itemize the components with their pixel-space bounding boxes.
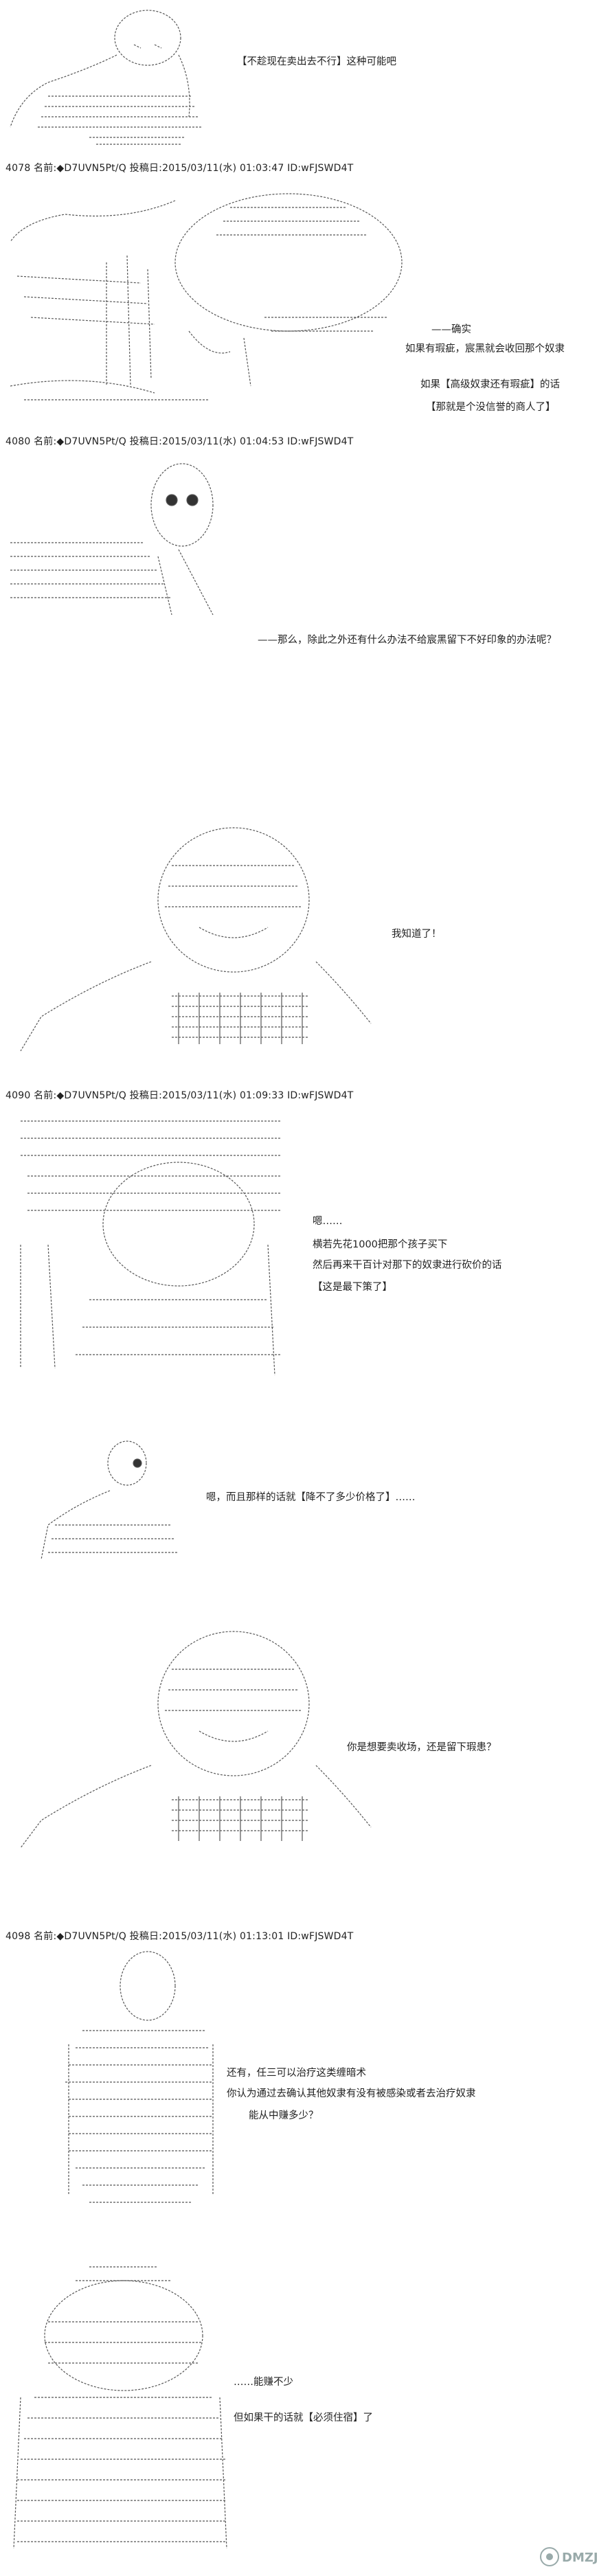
post-4-line-3: 然后再来干百计对那下的奴隶进行砍价的话 [313, 1260, 502, 1271]
post-5-line-1: 嗯，而且那样的话就【降不了多少价格了】…… [206, 1492, 416, 1503]
post-8-line-2: 但如果干的话就【必须住宿】了 [234, 2413, 373, 2424]
ascii-art-girl-with-hat [7, 2260, 234, 2555]
post-header-4078: 4078 名前:◆D7UVN5Pt/Q 投稿日:2015/03/11(水) 01… [5, 163, 354, 174]
post-7-line-3: 能从中赚多少？ [249, 2110, 319, 2121]
post-4-line-2: 横若先花1000把那个孩子买下 [313, 1239, 448, 1250]
post-header-4090: 4090 名前:◆D7UVN5Pt/Q 投稿日:2015/03/11(水) 01… [5, 1090, 354, 1101]
ascii-art-figure-big-eyes [7, 453, 240, 622]
post-8-line-1: ……能赚不少 [234, 2377, 293, 2388]
post-4-line-1: 嗯…… [313, 1216, 343, 1227]
post-3-line-1: 我知道了！ [392, 929, 442, 940]
post-1-line-2: 如果有瑕疵，宸黑就会收回那个奴隶 [405, 343, 565, 354]
watermark-logo-icon: DMZJ [539, 2543, 600, 2571]
post-1-line-4: 【那就是个没信誉的商人了】 [426, 402, 556, 413]
post-2-line-1: ——那么，除此之外还有什么办法不给宸黑留下不好印象的办法呢？ [258, 635, 556, 646]
ascii-art-girl-hooded-2 [14, 1628, 385, 1855]
ascii-art-figure-tall [27, 1948, 220, 2213]
post-7-line-2: 你认为通过去确认其他奴隶有没有被感染或者去治疗奴隶 [227, 2088, 476, 2099]
post-header-4098: 4098 名前:◆D7UVN5Pt/Q 投稿日:2015/03/11(水) 01… [5, 1931, 354, 1942]
post-1-line-3: 如果【高级奴隶还有瑕疵】的话 [420, 379, 560, 390]
ascii-art-figure-bald [7, 7, 213, 148]
ascii-art-girl-long-hair [7, 1107, 302, 1382]
post-7-line-1: 还有，任三可以治疗这类缠暗术 [227, 2068, 366, 2079]
post-0-line-1: 【不趁现在卖出去不行】这种可能吧 [237, 56, 396, 67]
post-4-line-4: 【这是最下策了】 [313, 1282, 392, 1293]
post-1-line-1: ——确实 [431, 324, 471, 335]
ascii-art-scene-two-figures [3, 180, 429, 410]
post-6-line-1: 你是想要卖收场，还是留下瑕患？ [347, 1742, 497, 1753]
ascii-art-girl-hooded [14, 824, 385, 1058]
ascii-art-small-figure [34, 1436, 185, 1566]
post-header-4080: 4080 名前:◆D7UVN5Pt/Q 投稿日:2015/03/11(水) 01… [5, 436, 354, 447]
watermark-text: DMZJ [562, 2551, 598, 2565]
